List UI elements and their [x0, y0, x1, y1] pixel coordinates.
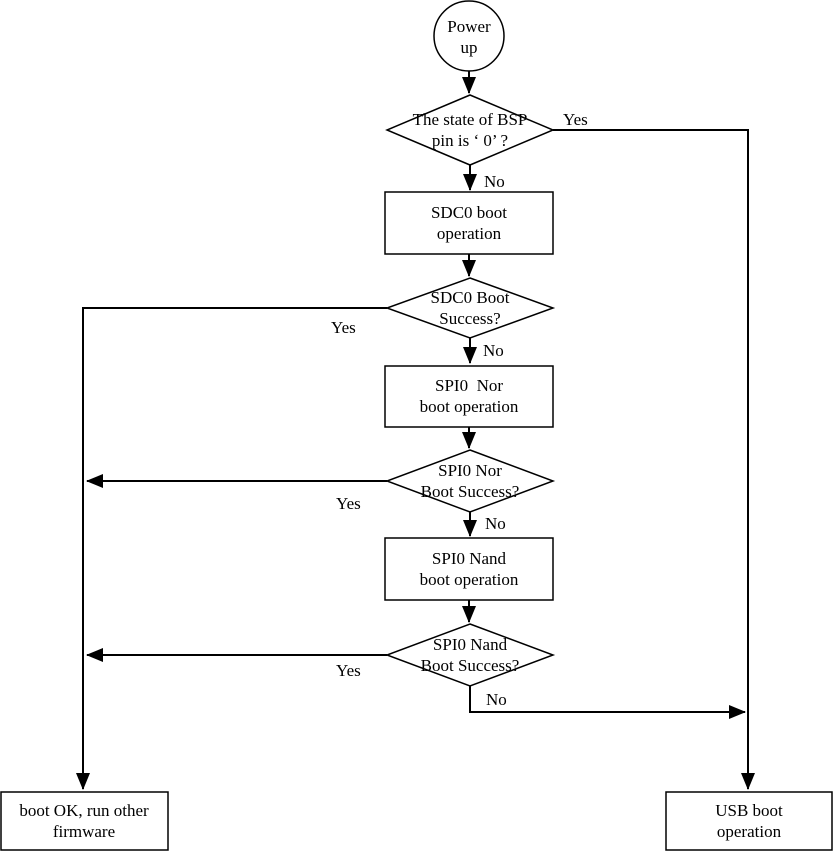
edge-spinand-no-to-right-line: [469, 686, 746, 719]
spi0-nand-boot-rect-shape: [384, 537, 554, 601]
spi0-nor-boot-rect-shape: [384, 365, 554, 428]
node-spi0-nand-boot-operation: SPI0 Nand boot operation: [419, 549, 519, 589]
edge-sdc0-yes-to-bootok: [76, 307, 387, 790]
spi0-nor-success-diamond-shape: [384, 449, 556, 513]
node-spi0-nor-boot-success: SPI0 Nor Boot Success?: [420, 461, 520, 501]
edge-label-spi0-nor-no: No: [485, 514, 506, 533]
node-sdc0-boot-operation: SDC0 boot operation: [430, 203, 508, 243]
boot-ok-rect-shape: [0, 791, 169, 851]
node-power-up: Power up: [447, 17, 491, 57]
edge-label-sdc0-no: No: [483, 341, 504, 360]
spi0-nand-success-diamond-shape: [384, 623, 556, 687]
node-boot-ok-run-firmware: boot OK, run other firmware: [19, 801, 149, 841]
node-spi0-nor-boot-operation: SPI0 Nor boot operation: [419, 376, 519, 416]
edge-label-spi0-nand-no: No: [486, 690, 507, 709]
edge-label-spi0-nor-yes: Yes: [336, 494, 361, 513]
usb-boot-rect-shape: [665, 791, 833, 851]
edge-bsp-yes-to-usb: [553, 129, 755, 790]
sdc0-success-diamond-shape: [384, 277, 556, 339]
sdc0-boot-rect-shape: [384, 191, 554, 255]
edge-label-sdc0-yes: Yes: [331, 318, 356, 337]
node-usb-boot-operation: USB boot operation: [715, 801, 788, 841]
node-sdc0-boot-success: SDC0 Boot Success?: [430, 288, 510, 328]
edge-label-spi0-nand-yes: Yes: [336, 661, 361, 680]
start-circle-shape: [433, 0, 505, 72]
edge-label-bsp-no: No: [484, 172, 505, 191]
bsp-check-diamond-shape: [385, 94, 555, 166]
node-spi0-nand-boot-success: SPI0 Nand Boot Success?: [420, 635, 520, 675]
edge-label-bsp-yes: Yes: [563, 110, 588, 129]
node-bsp-pin-check: The state of BSP pin is ‘ 0’ ?: [412, 110, 528, 150]
